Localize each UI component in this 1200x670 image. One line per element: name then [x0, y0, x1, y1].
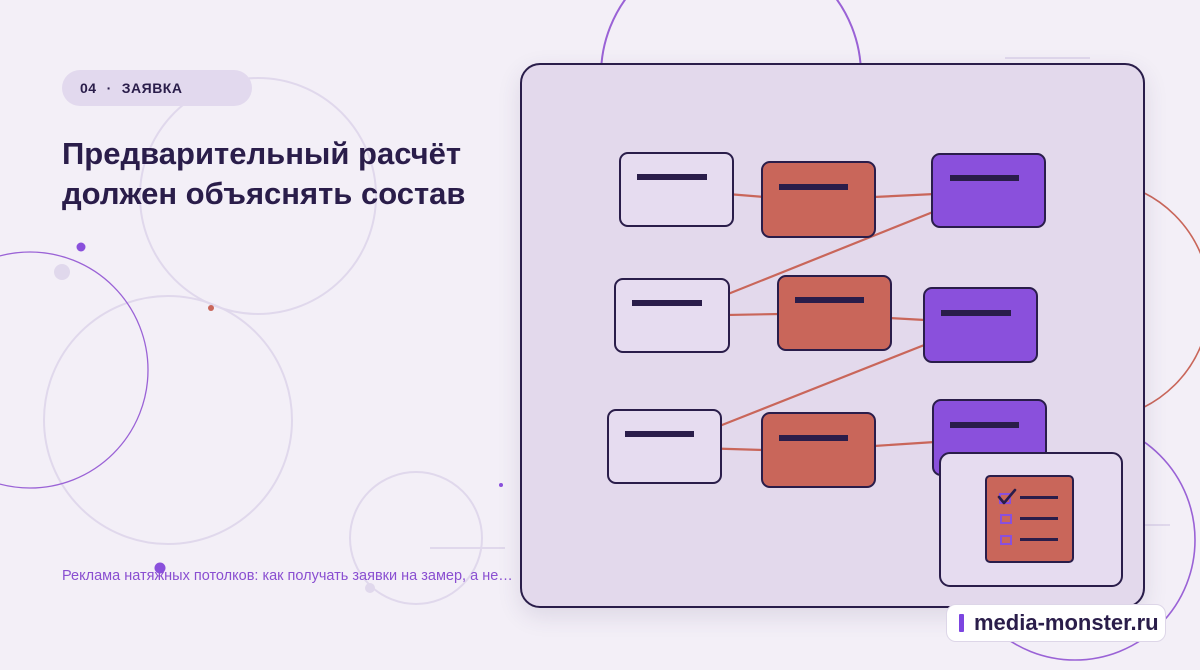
deco-dot	[54, 264, 70, 280]
flow-node-light	[619, 152, 734, 227]
node-text-line	[950, 175, 1019, 181]
flow-node-light	[607, 409, 722, 484]
deco-dot	[76, 242, 86, 252]
section-badge: 04 · ЗАЯВКА	[62, 70, 252, 106]
deco-circle	[0, 251, 149, 489]
node-text-line	[941, 310, 1011, 316]
brand-text: media-monster.ru	[974, 610, 1159, 635]
deco-dot	[365, 583, 375, 593]
connector-line	[872, 440, 937, 448]
node-text-line	[795, 297, 864, 303]
deco-circle	[43, 295, 293, 545]
deco-dot	[154, 562, 166, 574]
connector-line	[887, 316, 927, 322]
flow-node-terracotta	[777, 275, 892, 351]
brand-logo[interactable]: media-monster.ru	[946, 604, 1166, 642]
flow-node-terracotta	[761, 161, 876, 238]
flow-node-terracotta	[761, 412, 876, 488]
page-title: Предварительный расчёт должен объяснять …	[62, 136, 466, 211]
checklist-icon	[985, 475, 1074, 563]
node-text-line	[637, 174, 707, 180]
node-text-line	[625, 431, 694, 437]
badge-number: 04	[80, 80, 97, 96]
deco-circle	[349, 471, 483, 605]
deco-dot	[208, 305, 214, 311]
node-text-line	[950, 422, 1019, 428]
badge-separator: ·	[106, 80, 112, 96]
deco-dot	[499, 483, 503, 487]
brand-mark-icon	[959, 614, 964, 632]
deco-circle	[139, 77, 377, 315]
flow-node-purple	[923, 287, 1038, 363]
node-text-line	[779, 184, 848, 190]
flow-node-purple	[931, 153, 1046, 228]
badge-label: ЗАЯВКА	[121, 80, 183, 96]
flow-node-light	[614, 278, 730, 353]
node-text-line	[632, 300, 702, 306]
node-text-line	[779, 435, 848, 441]
connector-line	[872, 192, 937, 199]
